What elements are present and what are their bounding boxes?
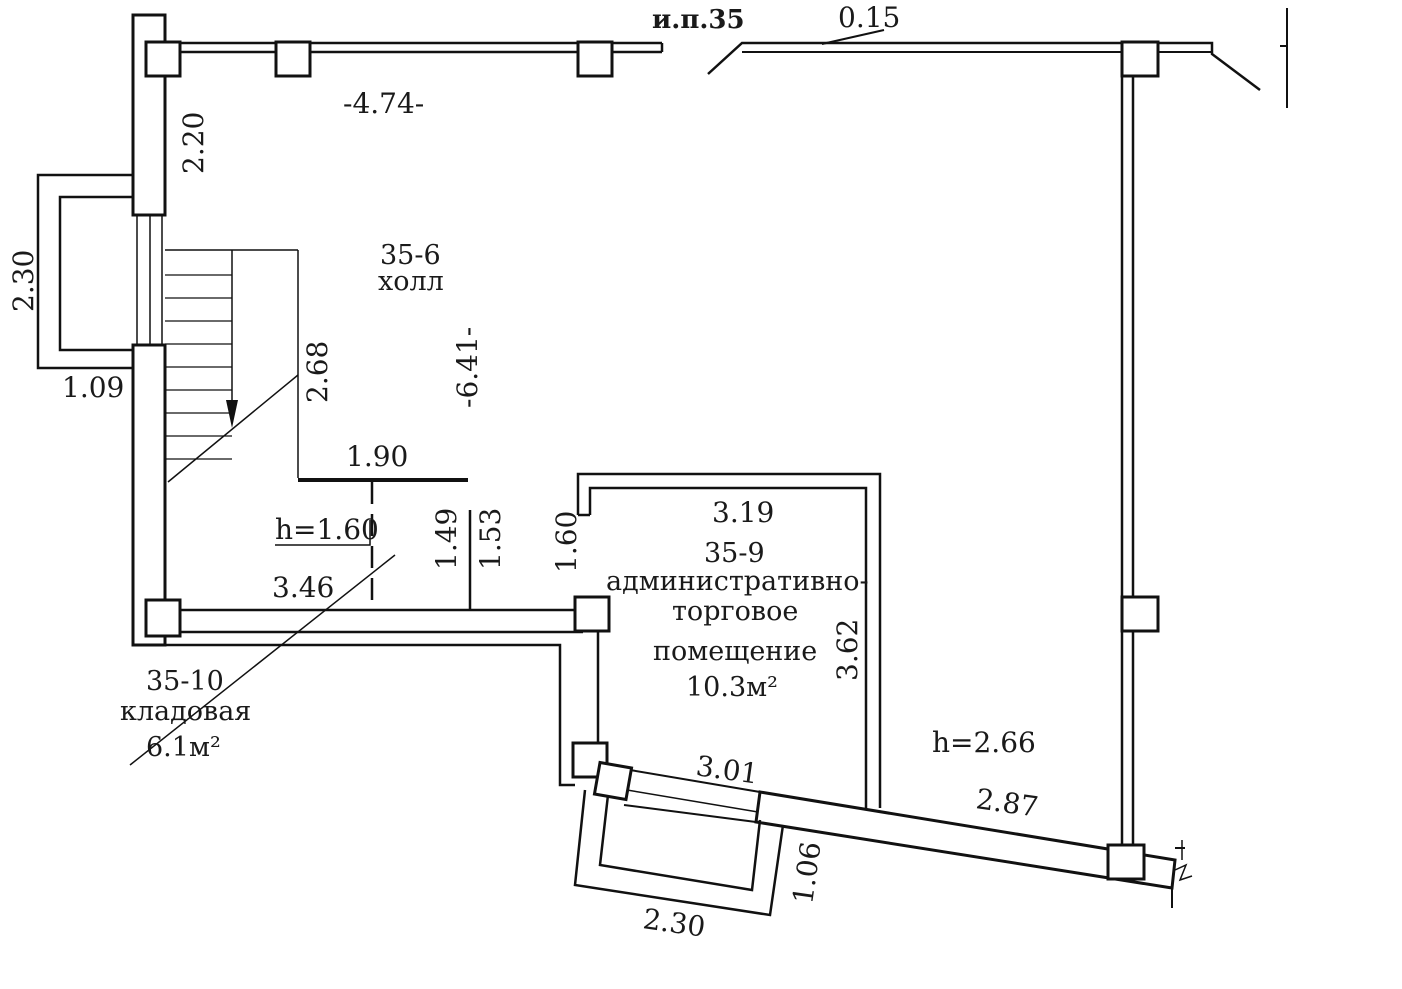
right-wall <box>1120 76 1135 848</box>
column <box>144 598 182 638</box>
admin-name-line3: помещение <box>653 636 817 667</box>
dim-1-60: 1.60 <box>550 511 583 573</box>
dim-2-30-left: 2.30 <box>7 250 40 312</box>
dim-1-90: 1.90 <box>346 440 408 473</box>
hall-name: холл <box>378 266 444 297</box>
dim-2-68: 2.68 <box>301 341 334 403</box>
storage-name: кладовая <box>120 696 251 727</box>
columns <box>144 40 1160 881</box>
dim-0-15: 0.15 <box>838 1 900 34</box>
left-porch <box>36 173 133 370</box>
dim-2-30-bottom: 2.30 <box>641 902 707 943</box>
bottom-wall <box>623 769 1193 908</box>
dim-2-20: 2.20 <box>177 112 210 174</box>
admin-name-line2: торговое <box>672 596 798 627</box>
left-wall <box>131 13 167 647</box>
column <box>1120 595 1160 633</box>
column <box>274 40 312 78</box>
storage-height: h=1.60 <box>275 513 379 546</box>
main-height: h=2.66 <box>932 726 1036 759</box>
bottom-porch <box>573 789 785 917</box>
dim-1-09: 1.09 <box>62 371 124 404</box>
plan-id-label: и.п.35 <box>652 5 745 35</box>
dim-3-19: 3.19 <box>712 496 774 529</box>
dim-1-53: 1.53 <box>474 508 507 570</box>
stair-arrow-icon <box>226 400 238 428</box>
dim-4-74: -4.74- <box>343 87 424 120</box>
admin-area: 10.3м² <box>686 672 778 703</box>
admin-name-line1: административно- <box>606 566 869 597</box>
column <box>592 760 634 802</box>
admin-room-walls <box>576 472 882 808</box>
dim-1-06: 1.06 <box>786 840 827 906</box>
column <box>1106 843 1146 881</box>
dim-3-62: 3.62 <box>831 619 864 681</box>
dim-2-87: 2.87 <box>974 782 1040 823</box>
column <box>1120 40 1160 78</box>
storage-number: 35-10 <box>146 666 224 697</box>
column <box>144 40 182 78</box>
column <box>573 595 611 633</box>
staircase <box>165 249 299 483</box>
dim-3-46: 3.46 <box>272 571 334 604</box>
dim-1-49: 1.49 <box>430 508 463 570</box>
storage-partitions <box>129 478 472 766</box>
admin-number: 35-9 <box>704 538 765 569</box>
corridor-wall <box>133 608 600 787</box>
dim-3-01: 3.01 <box>694 749 760 790</box>
dim-6-41: -6.41- <box>451 327 484 408</box>
column <box>576 40 614 78</box>
hall-number: 35-6 <box>380 240 441 271</box>
storage-area: 6.1м² <box>146 732 221 763</box>
